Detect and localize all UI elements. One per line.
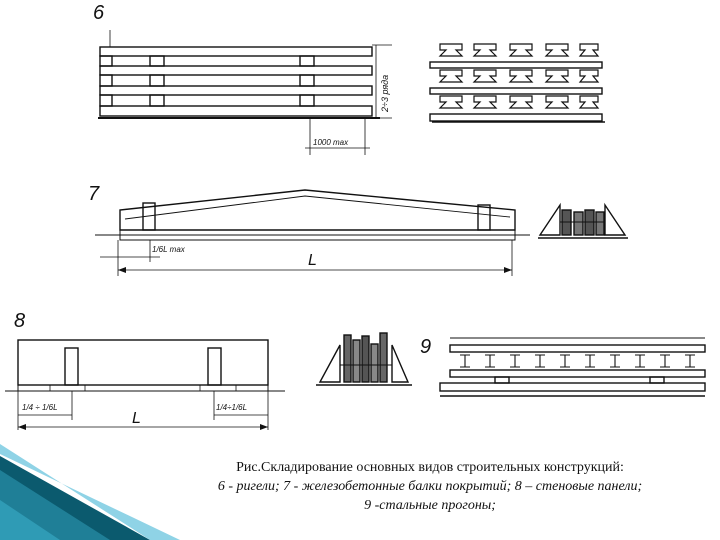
fig8-panel-cassette [316,332,412,386]
fig8-left-offset-label: 1/4 ÷ 1/6L [22,403,58,412]
fig8-right-offset-label: 1/4÷1/6L [216,403,248,412]
fig9-steel-purlins [439,337,706,397]
fig6-girder-stack [98,30,392,155]
figure-caption: Рис.Складирование основных видов строите… [150,458,710,515]
fig7-overhang-label: 1/6L max [152,245,185,254]
figure-number-8: 8 [14,310,26,332]
figure-number-9: 9 [420,336,432,358]
fig7-span-label: L [308,252,317,269]
fig8-wall-panel [5,339,285,430]
fig6-rows-label: 2÷3 ряда [380,74,390,112]
fig6-width-label: 1000 max [313,138,349,147]
fig7-beam-section-view [538,202,628,239]
decorative-corner-stripes [0,444,180,540]
caption-line-2: 6 - ригели; 7 - железобетонные балки пок… [217,479,643,494]
fig6-girder-section-view [429,43,605,123]
technical-drawing [5,30,706,430]
fig7-roof-beam [95,189,530,276]
figure-number-6: 6 [93,2,105,24]
caption-line-3: 9 -стальные прогоны; [364,498,496,513]
fig8-span-label: L [132,410,141,427]
caption-line-1: Рис.Складирование основных видов строите… [236,460,624,475]
figure-number-7: 7 [88,183,100,205]
